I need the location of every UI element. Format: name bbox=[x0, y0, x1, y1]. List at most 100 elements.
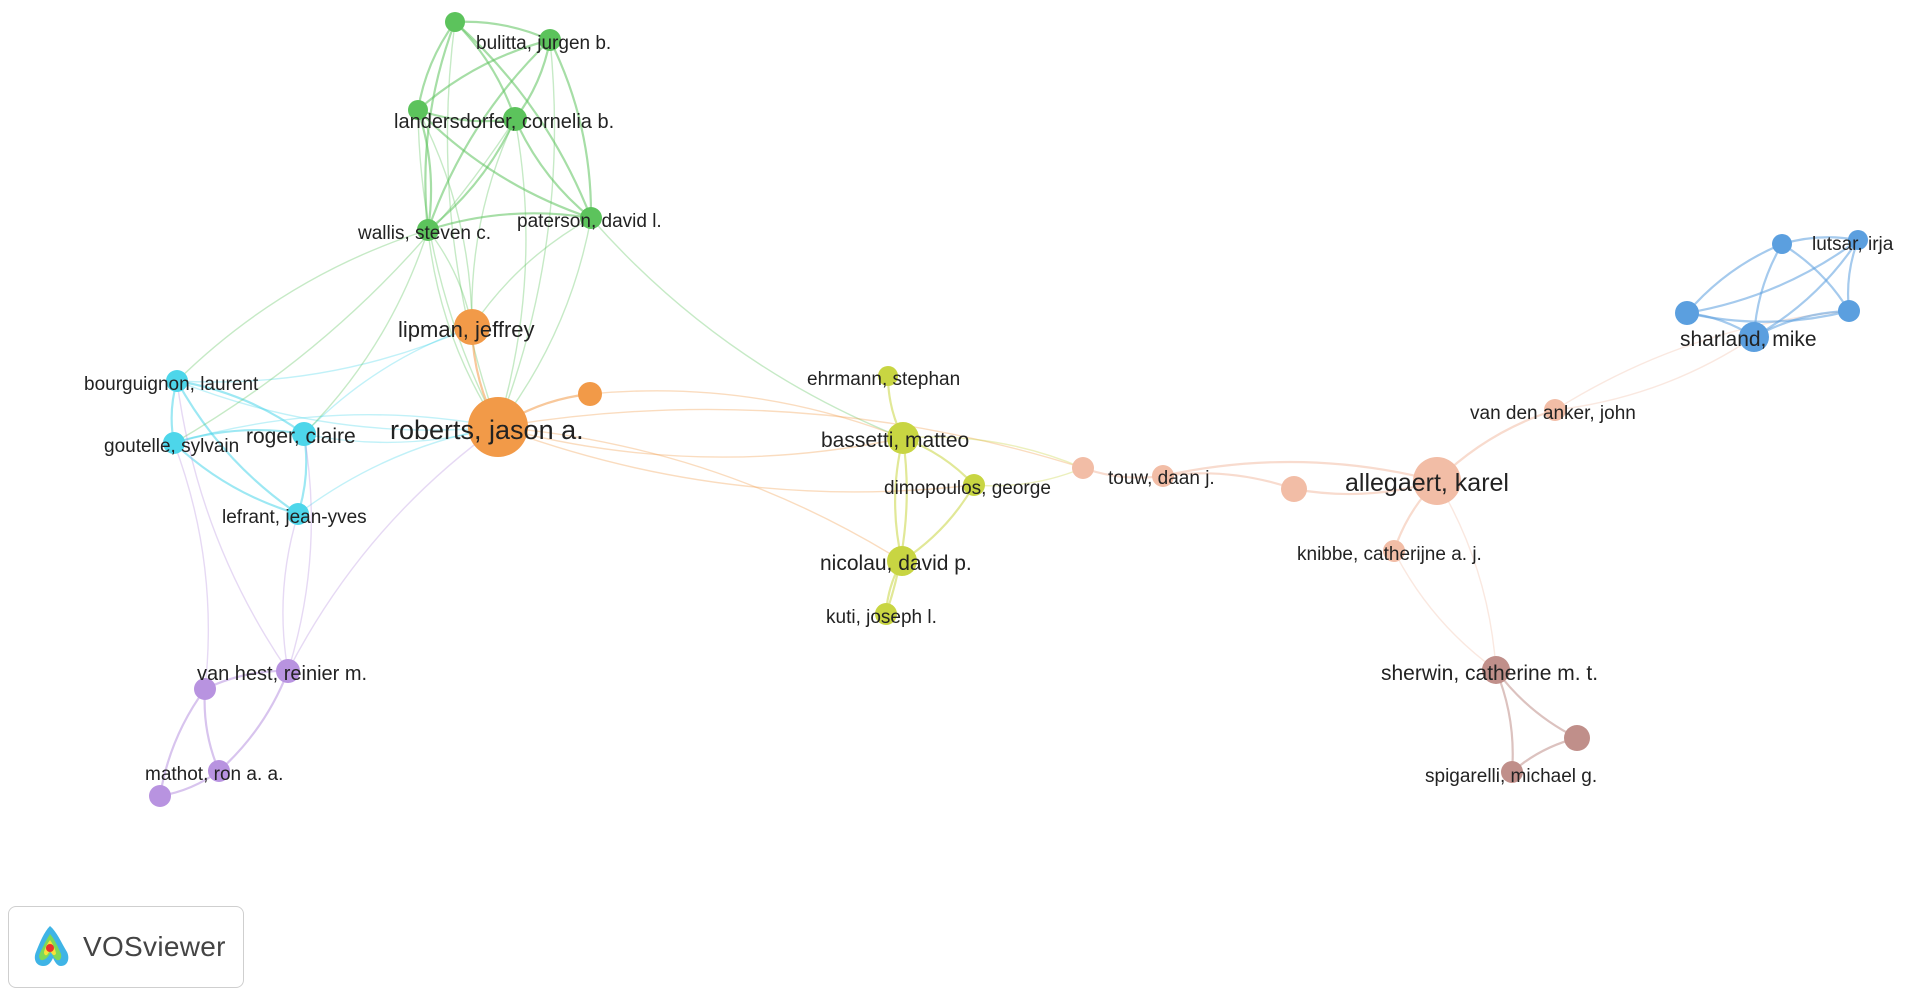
link-g4-o1 bbox=[471, 118, 516, 328]
link-p1-c3 bbox=[287, 433, 313, 672]
link-y2-y4 bbox=[894, 437, 905, 562]
link-p2-p4 bbox=[158, 688, 206, 797]
node-p3[interactable] bbox=[208, 760, 230, 782]
link-y2-y5 bbox=[884, 437, 908, 615]
node-r2[interactable] bbox=[1564, 725, 1590, 751]
node-o2[interactable] bbox=[468, 397, 528, 457]
link-g4-c2 bbox=[173, 118, 516, 444]
node-b1[interactable] bbox=[1772, 234, 1792, 254]
node-label-b5: sharland, mike bbox=[1680, 328, 1817, 351]
node-c2[interactable] bbox=[163, 432, 185, 454]
node-b2[interactable] bbox=[1848, 230, 1868, 250]
node-r1[interactable] bbox=[1482, 656, 1510, 684]
link-o2-k1 bbox=[497, 408, 1084, 469]
link-k2-k4 bbox=[1162, 460, 1438, 483]
node-c4[interactable] bbox=[287, 503, 309, 525]
link-b2-b5 bbox=[1753, 239, 1859, 338]
node-label-y3: dimopoulos, george bbox=[884, 478, 1051, 499]
link-p2-p3 bbox=[203, 688, 221, 772]
node-label-r3: spigarelli, michael g. bbox=[1425, 766, 1597, 787]
node-p1[interactable] bbox=[276, 659, 300, 683]
node-o3[interactable] bbox=[578, 382, 602, 406]
node-label-o1: lipman, jeffrey bbox=[398, 317, 535, 342]
link-p2-c2 bbox=[173, 442, 210, 690]
node-label-c3: roger, claire bbox=[246, 425, 356, 448]
link-p1-p3 bbox=[218, 670, 290, 772]
node-label-y1: ehrmann, stephan bbox=[807, 369, 960, 390]
node-g3[interactable] bbox=[408, 100, 428, 120]
link-g6-y2 bbox=[590, 217, 904, 439]
node-b5[interactable] bbox=[1739, 322, 1769, 352]
node-y2[interactable] bbox=[887, 422, 919, 454]
node-label-o2: roberts, jason a. bbox=[390, 415, 584, 445]
node-k4[interactable] bbox=[1413, 457, 1461, 505]
link-g6-o1 bbox=[471, 217, 592, 328]
link-p1-c1 bbox=[176, 380, 289, 672]
node-label-g2: bulitta, jurgen b. bbox=[476, 33, 611, 54]
node-b3[interactable] bbox=[1675, 301, 1699, 325]
node-r3[interactable] bbox=[1501, 761, 1523, 783]
node-y5[interactable] bbox=[875, 603, 897, 625]
node-label-c2: goutelle, sylvain bbox=[104, 436, 239, 457]
node-label-y5: kuti, joseph l. bbox=[826, 607, 937, 628]
node-g5[interactable] bbox=[417, 219, 439, 241]
node-k6[interactable] bbox=[1544, 399, 1566, 421]
link-k6-b5 bbox=[1554, 336, 1755, 411]
node-g4[interactable] bbox=[503, 107, 527, 131]
node-k5[interactable] bbox=[1383, 540, 1405, 562]
link-g1-g6 bbox=[454, 21, 593, 219]
link-c1-c4 bbox=[176, 380, 299, 515]
link-k2-k3 bbox=[1162, 472, 1295, 491]
node-label-g5: wallis, steven c. bbox=[357, 223, 491, 244]
node-g1[interactable] bbox=[445, 12, 465, 32]
node-label-g6: paterson, david l. bbox=[517, 211, 662, 232]
link-p1-o2 bbox=[287, 426, 499, 672]
node-label-p3: mathot, ron a. a. bbox=[145, 764, 283, 785]
link-g2-g5 bbox=[426, 39, 551, 231]
link-g4-g5 bbox=[427, 118, 517, 231]
node-k1[interactable] bbox=[1072, 457, 1094, 479]
vosviewer-logo-badge: VOSviewer bbox=[8, 906, 244, 988]
node-c1[interactable] bbox=[166, 370, 188, 392]
link-o2-y2 bbox=[497, 426, 904, 458]
link-g2-g6 bbox=[549, 39, 593, 219]
link-c1-o2 bbox=[176, 380, 499, 431]
link-g4-o2 bbox=[497, 118, 527, 428]
node-c3[interactable] bbox=[292, 422, 316, 446]
vosviewer-logo-icon bbox=[34, 926, 69, 966]
node-label-c1: bourguignon, laurent bbox=[84, 374, 259, 395]
nodes-layer bbox=[149, 12, 1868, 807]
node-g6[interactable] bbox=[580, 207, 602, 229]
node-k2[interactable] bbox=[1152, 465, 1174, 487]
link-y2-k1 bbox=[902, 436, 1084, 469]
link-y3-k1 bbox=[973, 467, 1084, 487]
link-g5-g6 bbox=[427, 212, 592, 232]
vosviewer-logo-text: VOSviewer bbox=[83, 931, 226, 962]
link-g3-g5 bbox=[416, 109, 433, 231]
link-g5-c3 bbox=[303, 229, 429, 435]
link-b1-b3 bbox=[1686, 242, 1783, 314]
link-o2-y3 bbox=[497, 426, 975, 493]
node-y4[interactable] bbox=[887, 546, 917, 576]
node-g2[interactable] bbox=[539, 29, 561, 51]
node-label-y4: nicolau, david p. bbox=[820, 552, 972, 575]
link-c2-o2 bbox=[173, 414, 499, 444]
node-p2[interactable] bbox=[194, 678, 216, 700]
link-g4-g6 bbox=[513, 118, 592, 219]
node-label-b2: lutsar, irja bbox=[1812, 234, 1894, 255]
node-y1[interactable] bbox=[878, 366, 898, 386]
node-label-k4: allegaert, karel bbox=[1345, 469, 1509, 497]
node-label-k5: knibbe, catherijne a. j. bbox=[1297, 544, 1482, 565]
link-g5-c1 bbox=[176, 229, 429, 382]
link-g3-o1 bbox=[417, 109, 473, 328]
link-r1-r3 bbox=[1494, 669, 1514, 773]
node-label-k2: touw, daan j. bbox=[1108, 468, 1215, 489]
node-b4[interactable] bbox=[1838, 300, 1860, 322]
link-k6-b4 bbox=[1554, 310, 1850, 411]
node-y3[interactable] bbox=[963, 474, 985, 496]
node-k3[interactable] bbox=[1281, 476, 1307, 502]
link-g2-o2 bbox=[497, 39, 556, 428]
node-p4[interactable] bbox=[149, 785, 171, 807]
node-o1[interactable] bbox=[454, 309, 490, 345]
